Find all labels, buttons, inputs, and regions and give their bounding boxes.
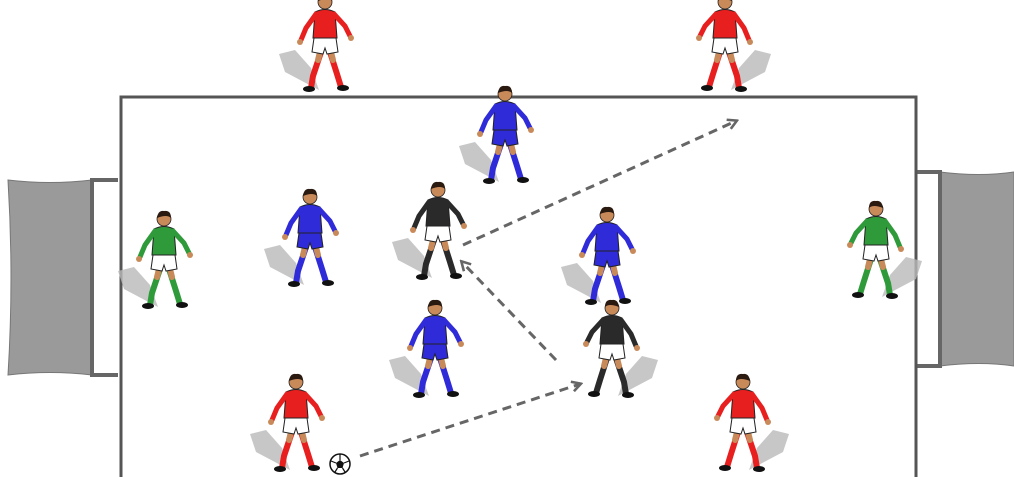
- player-black-center: [392, 181, 467, 280]
- player-shadow: [279, 50, 319, 90]
- player-blue-left: [264, 188, 339, 287]
- left-goal-frame: [90, 178, 118, 377]
- player-shadow: [749, 430, 789, 470]
- player-red-bottom-right: [714, 373, 789, 472]
- player-shadow: [459, 142, 499, 182]
- left-goal: [7, 178, 118, 377]
- players: [118, 0, 922, 472]
- goals: [7, 170, 1014, 377]
- player-shadow: [250, 430, 290, 470]
- pass-arrow-1: [359, 384, 580, 458]
- player-red-bottom-left-with-ball: [250, 373, 325, 472]
- player-shadow: [389, 356, 429, 396]
- right-goal-frame: [916, 170, 942, 368]
- left-goal-net: [7, 179, 93, 376]
- player-shadow: [118, 267, 158, 307]
- player-blue-top-center: [459, 85, 534, 184]
- pass-arrow-2: [462, 262, 558, 362]
- player-shadow: [392, 238, 432, 278]
- player-shadow: [882, 257, 922, 297]
- player-green-right-keeper: [847, 200, 922, 299]
- player-blue-right: [561, 206, 636, 305]
- player-shadow: [561, 263, 601, 303]
- player-red-top-left: [279, 0, 354, 92]
- player-shadow: [264, 245, 304, 285]
- pass-arrow-3: [462, 121, 736, 247]
- player-shadow: [731, 50, 771, 90]
- player-green-left-keeper: [118, 210, 193, 309]
- player-red-top-right: [696, 0, 771, 92]
- player-black-right-center: [583, 299, 658, 398]
- soccer-ball: [329, 453, 351, 475]
- pitch-boundary: [119, 95, 918, 477]
- pass-arrows: [359, 121, 736, 458]
- right-goal: [916, 170, 1014, 368]
- player-blue-bottom: [389, 299, 464, 398]
- right-goal-net: [939, 171, 1014, 367]
- player-shadow: [618, 356, 658, 396]
